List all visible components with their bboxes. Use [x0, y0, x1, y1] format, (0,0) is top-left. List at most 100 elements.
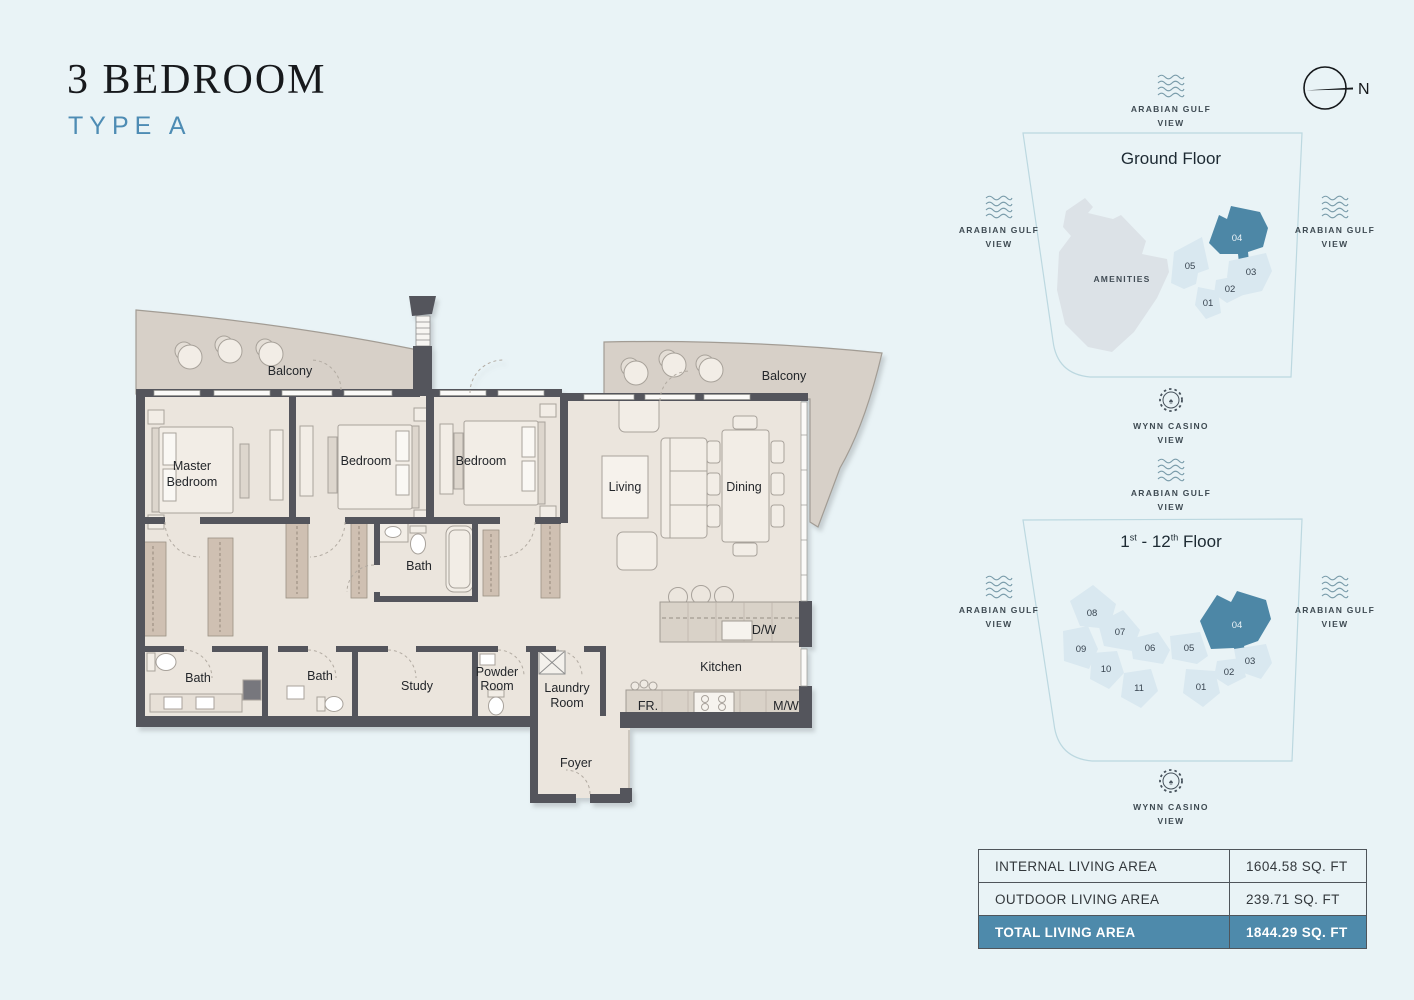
internal-area-label: INTERNAL LIVING AREA: [979, 850, 1230, 882]
room-label-bath2: Bath: [307, 669, 333, 683]
unit-label-05: 05: [1184, 643, 1195, 654]
balcony-left-area: [135, 309, 419, 395]
room-label-bath1: Bath: [185, 671, 211, 685]
view-label-gulf-top: ARABIAN GULF VIEW: [1121, 74, 1221, 130]
room-label-kitchen: Kitchen: [700, 660, 742, 674]
total-area-label: TOTAL LIVING AREA: [979, 916, 1230, 948]
upper-floor-keyplan: 08 07 06 05 04 03 02 01 09 10 11: [1022, 518, 1303, 762]
unit-04-shape-highlighted: [1200, 591, 1271, 656]
view-label-gulf-uf-right: ARABIAN GULF VIEW: [1285, 575, 1385, 631]
table-row: INTERNAL LIVING AREA 1604.58 SQ. FT: [979, 850, 1366, 883]
total-area-value: 1844.29 SQ. FT: [1246, 924, 1348, 940]
kitchen-island: [659, 585, 802, 643]
label-microwave: M/W: [773, 699, 799, 713]
unit-label-11: 11: [1134, 683, 1144, 694]
upper-floor-title-sup2: th: [1170, 532, 1179, 543]
unit-label-06: 06: [1145, 643, 1156, 654]
page-title: 3 BEDROOM: [67, 57, 327, 103]
table-row: OUTDOOR LIVING AREA 239.71 SQ. FT: [979, 883, 1366, 916]
door-swing-arcs: [164, 359, 691, 795]
unit-06-shape: [1130, 632, 1170, 664]
view-label-gulf-gf-right: ARABIAN GULF VIEW: [1285, 195, 1385, 251]
room-label-laundry-1: Laundry: [544, 681, 590, 695]
waves-icon: [1321, 195, 1349, 219]
dining-set: [706, 415, 785, 557]
casino-view-text2: VIEW: [1157, 434, 1185, 445]
svg-text:♠: ♠: [1169, 397, 1174, 406]
room-label-powder-2: Room: [480, 679, 513, 693]
walls: [136, 389, 812, 803]
view-label-gulf-gf-left: ARABIAN GULF VIEW: [949, 195, 1049, 251]
view-label-gulf-mid: ARABIAN GULF VIEW: [1121, 458, 1221, 514]
upper-floor-title-p1: 1: [1120, 532, 1130, 551]
unit-label-03: 03: [1245, 656, 1256, 667]
gulf-view-text2: VIEW: [1157, 501, 1185, 512]
ground-floor-title-text: Ground Floor: [1120, 149, 1222, 168]
amenities-shape: [1057, 198, 1169, 352]
unit-label-02: 02: [1225, 284, 1236, 295]
upper-floor-title-p2: - 12: [1136, 532, 1171, 551]
room-label-master-1: Master: [173, 459, 211, 473]
room-label-study: Study: [401, 679, 434, 693]
internal-area-value: 1604.58 SQ. FT: [1246, 858, 1348, 874]
room-label-balcony-right: Balcony: [762, 369, 807, 383]
room-label-foyer: Foyer: [560, 756, 592, 770]
gulf-view-text2: VIEW: [1321, 238, 1349, 249]
page-subtitle: TYPE A: [68, 112, 192, 140]
waves-icon: [1157, 74, 1185, 98]
unit-05-shape: [1171, 237, 1209, 289]
lounge-chairs-icon: [620, 349, 724, 386]
view-label-casino-bottom: ♠ WYNN CASINO VIEW: [1121, 766, 1221, 828]
unit-01-shape: [1195, 287, 1221, 319]
gulf-view-text: ARABIAN GULF: [1130, 104, 1212, 114]
gulf-view-text: ARABIAN GULF: [958, 225, 1040, 235]
room-label-living: Living: [609, 480, 642, 494]
wardrobes: [140, 521, 561, 637]
casino-chip-icon: ♠: [1159, 769, 1183, 793]
gulf-view-text2: VIEW: [1157, 117, 1185, 128]
room-label-powder-1: Powder: [476, 665, 518, 679]
master-bed-icon: [147, 409, 284, 530]
outdoor-area-value: 239.71 SQ. FT: [1246, 891, 1340, 907]
bath1-fixtures: [146, 652, 262, 713]
unit-04-shape-highlighted: [1209, 206, 1268, 263]
gulf-view-text: ARABIAN GULF: [1130, 488, 1212, 498]
title-block: 3 BEDROOM TYPE A: [67, 56, 327, 141]
room-label-dining: Dining: [726, 480, 761, 494]
room-label-laundry-2: Room: [550, 696, 583, 710]
room-label-balcony-left: Balcony: [268, 364, 313, 378]
keyplan-boundary: [1022, 132, 1303, 378]
room-label-bath-master: Bath: [406, 559, 432, 573]
kitchen-counter: [625, 679, 802, 715]
unit-label-09: 09: [1076, 644, 1087, 655]
unit-08-shape: [1070, 585, 1116, 629]
waves-icon: [1321, 575, 1349, 599]
floorplan-drawing: Balcony Balcony Master Bedroom Bedroom B…: [135, 296, 883, 803]
waves-icon: [985, 575, 1013, 599]
keyplan-boundary: [1022, 518, 1303, 762]
table-row-total: TOTAL LIVING AREA 1844.29 SQ. FT: [979, 916, 1366, 948]
casino-chip-icon: ♠: [1159, 388, 1183, 412]
gulf-view-text: ARABIAN GULF: [1294, 605, 1376, 615]
gulf-view-text2: VIEW: [985, 618, 1013, 629]
living-area-table: INTERNAL LIVING AREA 1604.58 SQ. FT OUTD…: [978, 849, 1367, 949]
unit-09-shape: [1063, 626, 1098, 669]
unit-01-shape: [1183, 669, 1220, 707]
unit-02-shape: [1214, 275, 1247, 303]
unit-05-shape: [1170, 632, 1208, 664]
stove-icon: [693, 691, 735, 714]
unit-label-04: 04: [1232, 233, 1243, 244]
compass-circle-icon: [1303, 66, 1347, 110]
unit-10-shape: [1090, 651, 1124, 689]
powder-room-fixtures: [479, 653, 505, 716]
living-furniture: [601, 395, 708, 571]
outdoor-area-label: OUTDOOR LIVING AREA: [979, 883, 1230, 915]
unit-label-08: 08: [1087, 608, 1098, 619]
master-bath-fixtures: [377, 521, 474, 593]
unit-label-01: 01: [1196, 682, 1207, 693]
unit-label-04: 04: [1232, 620, 1243, 631]
unit-label-02: 02: [1224, 667, 1235, 678]
room-label-bedroom2: Bedroom: [341, 454, 392, 468]
gulf-view-text: ARABIAN GULF: [1294, 225, 1376, 235]
